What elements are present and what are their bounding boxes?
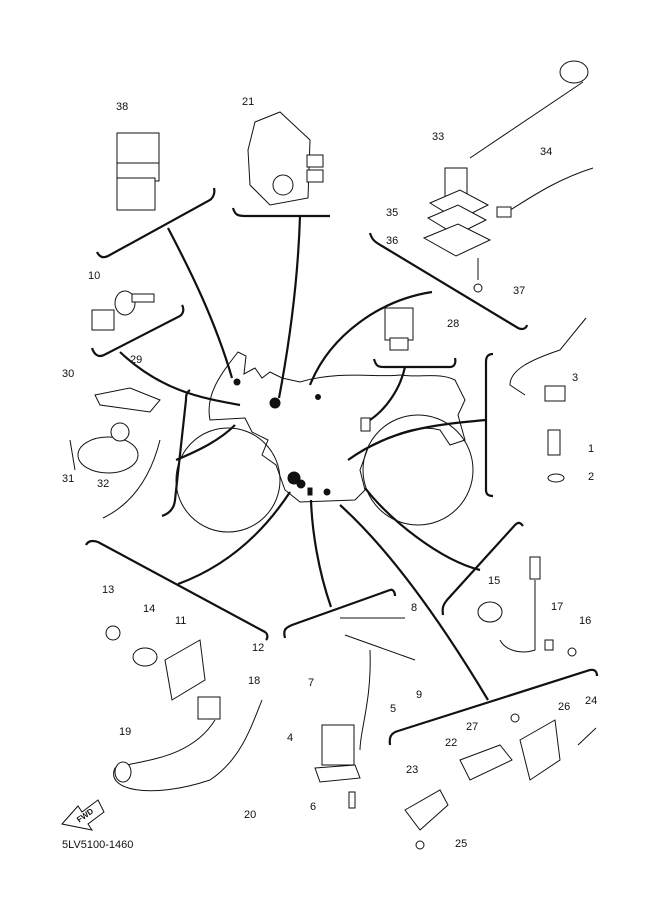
callout-27: 27 (466, 721, 479, 733)
callout-35: 35 (386, 207, 399, 219)
callout-29: 29 (130, 354, 143, 366)
callout-15: 15 (488, 575, 501, 587)
callout-7: 7 (308, 677, 315, 689)
callout-28: 28 (447, 318, 460, 330)
part-switch-10 (91, 290, 155, 331)
callout-3: 3 (572, 372, 579, 384)
leader-lines (119, 215, 489, 701)
callout-1: 1 (588, 443, 595, 455)
callout-34: 34 (540, 146, 553, 158)
callout-22: 22 (445, 737, 458, 749)
callout-2: 2 (588, 471, 595, 483)
callout-37: 37 (513, 285, 526, 297)
part-horn-29-32 (69, 387, 161, 519)
callout-11: 11 (175, 615, 187, 627)
part-pickup-11-20 (105, 625, 263, 792)
callout-25: 25 (455, 838, 468, 850)
callout-13: 13 (102, 584, 115, 596)
part-relay-4 (314, 617, 416, 809)
callout-10: 10 (88, 270, 101, 282)
callout-14: 14 (143, 603, 156, 615)
callout-36: 36 (386, 235, 399, 247)
callout-21: 21 (242, 96, 255, 108)
callout-31: 31 (62, 473, 75, 485)
part-starter-switch-21 (247, 111, 324, 206)
callout-32: 32 (97, 478, 110, 490)
fwd-arrow (61, 799, 105, 831)
callout-17: 17 (551, 601, 564, 613)
callout-20: 20 (244, 809, 257, 821)
callout-33: 33 (432, 131, 445, 143)
callout-23: 23 (406, 764, 419, 776)
motorcycle-silhouette (175, 351, 474, 533)
callout-6: 6 (310, 801, 317, 813)
group-brackets (85, 187, 599, 746)
callout-5: 5 (390, 703, 397, 715)
part-relay-28 (384, 307, 414, 351)
part-fuel-sender-33 (422, 60, 594, 293)
callout-30: 30 (62, 368, 75, 380)
callout-19: 19 (119, 726, 132, 738)
callout-24: 24 (585, 695, 598, 707)
callout-4: 4 (287, 732, 294, 744)
part-master-cylinder-22 (404, 713, 597, 850)
part-sensor-1-3 (509, 317, 587, 483)
callout-8: 8 (411, 602, 418, 614)
callout-9: 9 (416, 689, 423, 701)
callout-38: 38 (116, 101, 129, 113)
part-switch-15 (477, 556, 577, 657)
diagram-code: 5LV5100-1460 (62, 839, 134, 851)
callout-18: 18 (248, 675, 261, 687)
callout-16: 16 (579, 615, 592, 627)
part-relay-38 (116, 132, 160, 211)
callout-26: 26 (558, 701, 571, 713)
callout-12: 12 (252, 642, 265, 654)
